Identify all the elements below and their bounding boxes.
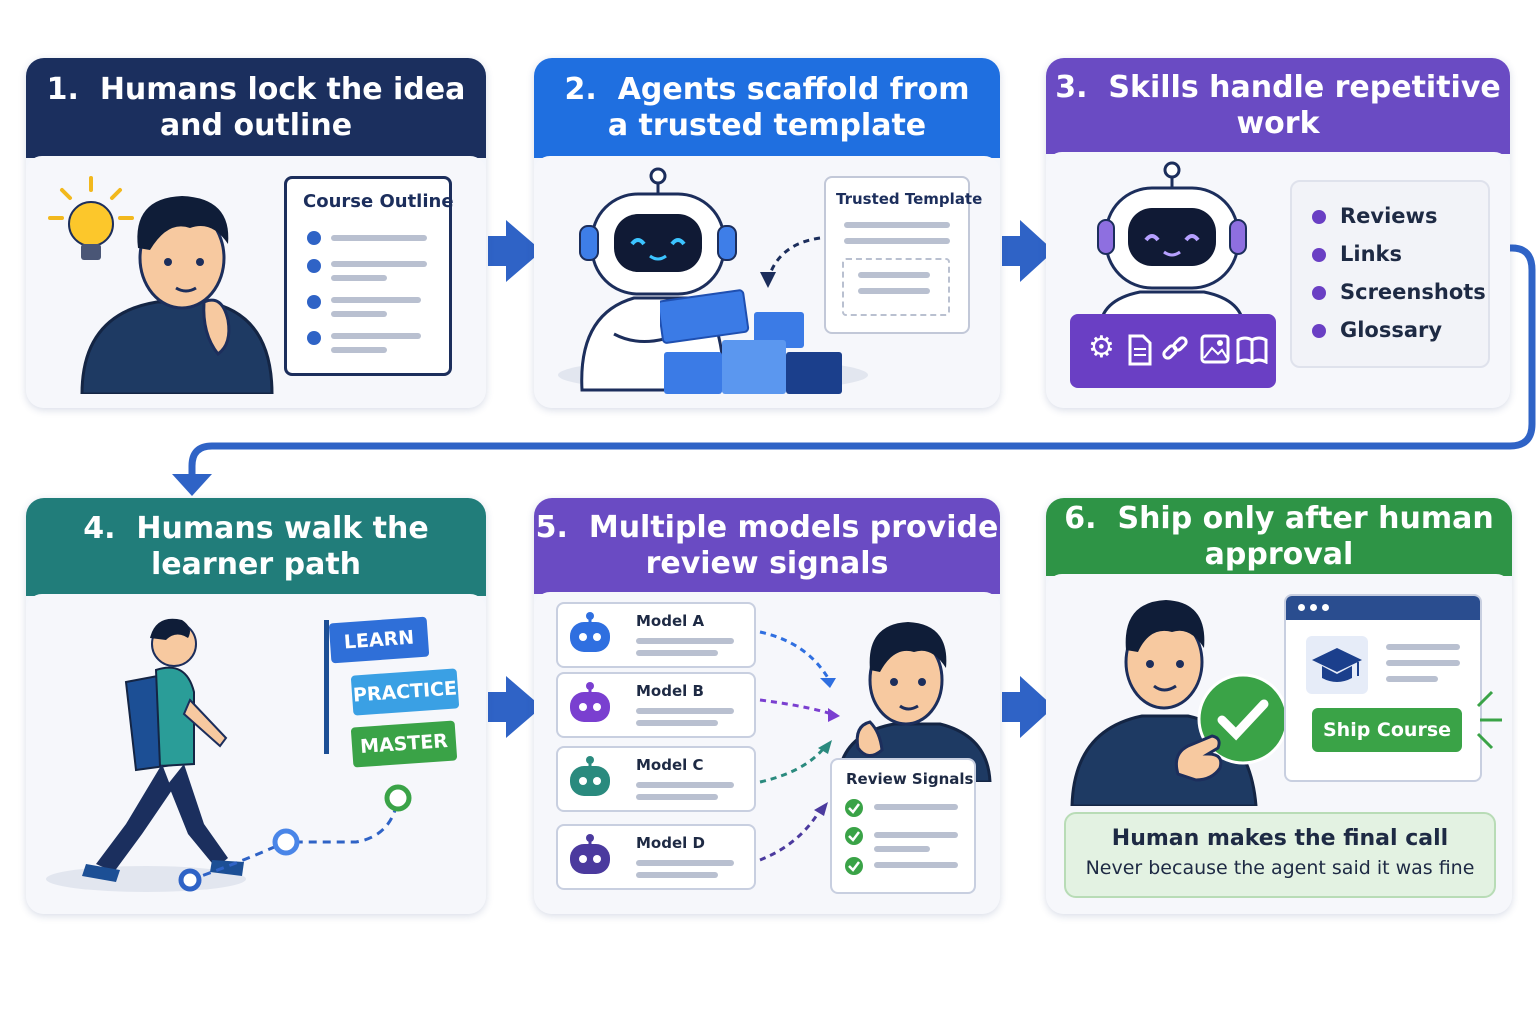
link-icon bbox=[1162, 336, 1188, 360]
arrow-right-icon bbox=[488, 220, 542, 282]
image-icon bbox=[1200, 334, 1230, 364]
final-call-box: Human makes the final call Never because… bbox=[1064, 812, 1496, 898]
arrow-down-icon bbox=[172, 474, 212, 496]
step-header-2: 2. Agents scaffold from a trusted templa… bbox=[534, 58, 1000, 158]
text-line bbox=[331, 261, 427, 267]
step-title-line2: and outline bbox=[159, 108, 353, 143]
graduation-cap-icon bbox=[1306, 636, 1368, 694]
step-title-line1: 2. Agents scaffold from bbox=[564, 72, 970, 107]
flag-learn: LEARN bbox=[328, 616, 430, 664]
browser-titlebar bbox=[1286, 596, 1480, 620]
walking-learner-icon bbox=[82, 618, 244, 882]
skills-list: Reviews Links Screenshots Glossary bbox=[1290, 180, 1490, 368]
skill-item: Screenshots bbox=[1340, 280, 1486, 304]
model-label: Model A bbox=[636, 612, 705, 630]
step-card-2: 2. Agents scaffold from a trusted templa… bbox=[534, 58, 1000, 408]
book-icon bbox=[1236, 336, 1268, 364]
arrow-right-icon bbox=[1002, 220, 1054, 282]
browser-window-icon: Ship Course bbox=[1284, 594, 1482, 782]
ship-course-button[interactable]: Ship Course bbox=[1312, 708, 1462, 752]
bullet-dot bbox=[307, 231, 321, 245]
template-title: Trusted Template bbox=[836, 190, 983, 208]
step-header-6: 6. Ship only after human approval bbox=[1046, 498, 1512, 576]
sparkle-icon bbox=[1476, 690, 1502, 750]
step-card-1: 1. Humans lock the idea and outline Cour… bbox=[26, 58, 486, 408]
bot-icon bbox=[570, 756, 610, 796]
step-title: 6. Ship only after human approval bbox=[1064, 501, 1494, 572]
skill-item: Glossary bbox=[1340, 318, 1443, 342]
lightbulb-icon bbox=[48, 176, 134, 260]
bot-icon bbox=[570, 682, 610, 722]
text-line bbox=[844, 238, 950, 244]
arrow-right-icon bbox=[1002, 676, 1054, 738]
step-card-5: 5. Multiple models provide review signal… bbox=[534, 498, 1000, 914]
step-header-5: 5. Multiple models provide review signal… bbox=[534, 498, 1000, 594]
step-title-line1: 4. Humans walk the bbox=[83, 511, 429, 546]
step-title-line1: 5. Multiple models provide bbox=[535, 510, 999, 545]
model-card-c: Model C bbox=[556, 746, 756, 812]
text-line bbox=[331, 333, 421, 339]
robot-icon bbox=[1097, 161, 1247, 330]
checkmark-icon bbox=[845, 827, 863, 845]
bullet-dot bbox=[307, 259, 321, 273]
skill-item: Links bbox=[1340, 242, 1402, 266]
text-line bbox=[331, 347, 387, 353]
course-outline-document: Course Outline bbox=[284, 176, 454, 376]
arrow-right-icon bbox=[488, 676, 542, 738]
text-line bbox=[331, 297, 421, 303]
review-title: Review Signals bbox=[846, 770, 974, 788]
model-label: Model C bbox=[636, 756, 704, 774]
gear-icon: ⚙ bbox=[1088, 330, 1115, 365]
text-line bbox=[331, 275, 387, 281]
model-label: Model D bbox=[636, 834, 705, 852]
text-line bbox=[844, 222, 950, 228]
outline-title: Course Outline bbox=[303, 191, 454, 212]
step-title-line2: learner path bbox=[150, 547, 362, 582]
bullet-dot bbox=[307, 295, 321, 309]
person-thinking-icon bbox=[80, 196, 274, 394]
bullet-dot bbox=[307, 331, 321, 345]
trusted-template-document: Trusted Template bbox=[824, 176, 982, 334]
review-signals-panel: Review Signals bbox=[830, 758, 976, 894]
building-blocks-icon bbox=[660, 289, 842, 394]
model-card-a: Model A bbox=[556, 602, 756, 668]
model-label: Model B bbox=[636, 682, 704, 700]
final-call-subtitle: Never because the agent said it was fine bbox=[1085, 857, 1475, 879]
text-line bbox=[331, 235, 427, 241]
step-title: 3. Skills handle repetitive work bbox=[1055, 70, 1501, 141]
dashed-slot bbox=[842, 258, 950, 316]
hand-icon bbox=[1174, 734, 1223, 782]
model-card-d: Model D bbox=[556, 824, 756, 890]
step-header-4: 4. Humans walk the learner path bbox=[26, 498, 486, 596]
document-icon bbox=[1128, 334, 1152, 366]
skill-item: Reviews bbox=[1340, 204, 1438, 228]
step-card-4: 4. Humans walk the learner path LEARN PR… bbox=[26, 498, 486, 914]
flag-practice: PRACTICE bbox=[350, 668, 460, 716]
step-title-line1: 1. Humans lock the idea bbox=[46, 72, 466, 107]
wrap-path bbox=[188, 244, 1536, 478]
checkmark-icon bbox=[845, 857, 863, 875]
learner-path bbox=[178, 784, 412, 892]
person-thinking-icon bbox=[836, 622, 992, 782]
step-title-line2: a trusted template bbox=[607, 108, 927, 143]
flag-pole bbox=[324, 620, 329, 754]
dashed-arrow-icon bbox=[760, 236, 821, 288]
model-card-b: Model B bbox=[556, 672, 756, 738]
step-card-6: 6. Ship only after human approval bbox=[1046, 498, 1512, 914]
step-title-line2: review signals bbox=[645, 546, 889, 581]
checkmark-icon bbox=[845, 799, 863, 817]
signal-arrows bbox=[759, 630, 840, 862]
skills-toolbar: ⚙ bbox=[1070, 314, 1276, 388]
text-line bbox=[331, 311, 387, 317]
bot-icon bbox=[570, 612, 610, 652]
step-card-3: 3. Skills handle repetitive work ⚙ R bbox=[1046, 58, 1510, 408]
step-header-3: 3. Skills handle repetitive work bbox=[1046, 58, 1510, 154]
final-call-title: Human makes the final call bbox=[1111, 826, 1449, 851]
bot-icon bbox=[570, 834, 610, 874]
step-header-1: 1. Humans lock the idea and outline bbox=[26, 58, 486, 158]
flag-master: MASTER bbox=[350, 720, 458, 768]
